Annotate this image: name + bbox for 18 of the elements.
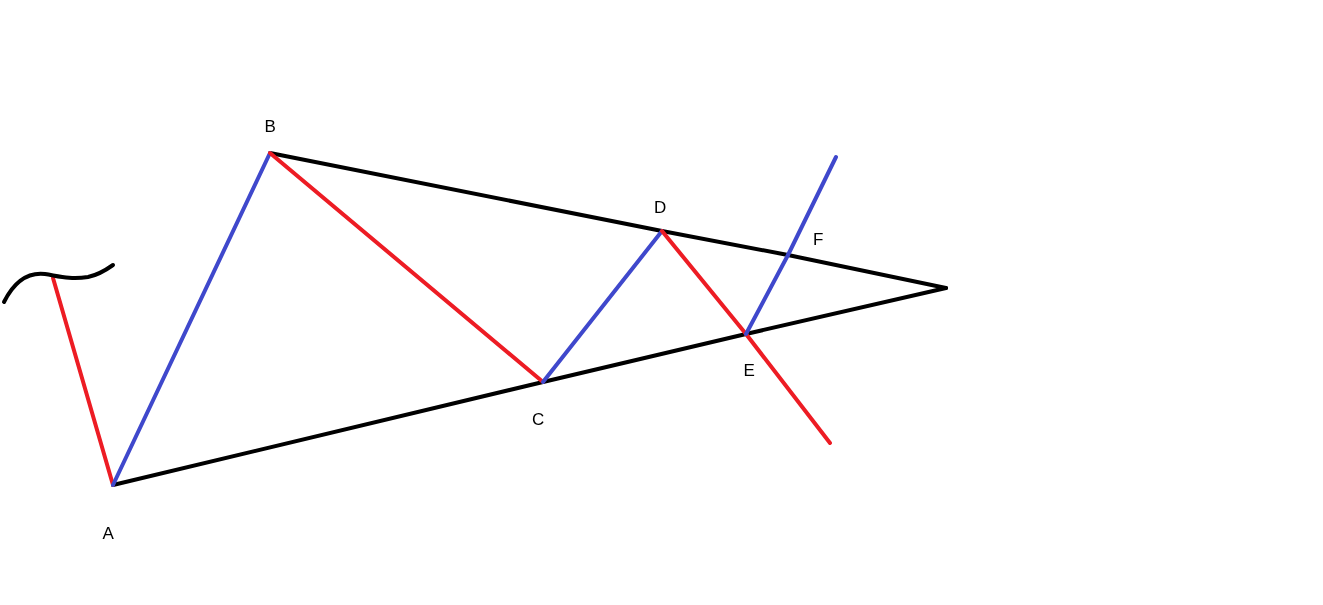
point-label: C	[532, 411, 545, 429]
wave-segment	[268, 151, 545, 384]
wave-segment	[51, 276, 115, 487]
point-label: D	[654, 199, 667, 217]
trend-line	[268, 151, 664, 233]
point-label: F	[813, 231, 824, 249]
wave-segment	[744, 332, 832, 445]
wave-segment	[786, 155, 838, 257]
wave-segment	[660, 229, 748, 336]
point-label: B	[264, 118, 276, 136]
wave-segment	[744, 253, 790, 336]
wave-segment	[111, 151, 272, 487]
trend-line	[541, 332, 748, 384]
trend-line	[111, 380, 545, 487]
wave-curve	[0, 260, 118, 306]
point-label: E	[743, 362, 755, 380]
point-label: A	[102, 525, 114, 543]
wave-segment	[541, 229, 664, 384]
